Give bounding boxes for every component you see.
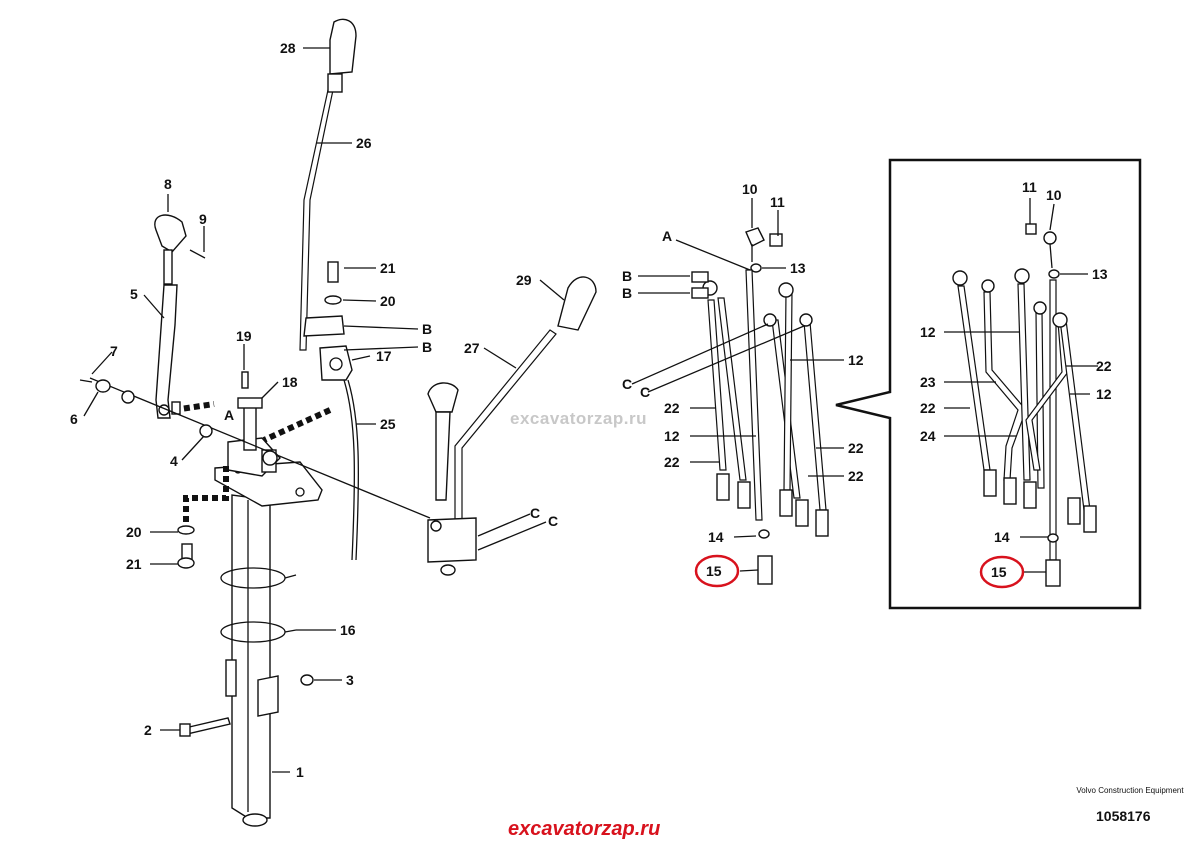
callout-A-left: A: [224, 407, 234, 423]
callout-29: 29: [516, 272, 532, 288]
callout-21-lower: 21: [126, 556, 142, 572]
callout-B-mid-1: B: [622, 268, 632, 284]
callout-4: 4: [170, 453, 178, 469]
callout-16: 16: [340, 622, 356, 638]
callout-12-mid-right: 12: [848, 352, 864, 368]
left-leaders: [83, 47, 565, 773]
callout-22-inset-left: 22: [920, 400, 936, 416]
callout-11-inset: 11: [1022, 179, 1037, 195]
callout-23-inset: 23: [920, 374, 936, 390]
callout-labels: 28 26 8 9 5 7 6 4 19 18 A 21 20 B B 17 2…: [70, 40, 1112, 780]
callout-20-upper: 20: [380, 293, 396, 309]
callout-12-inset-left: 12: [920, 324, 936, 340]
callout-22-inset-right: 22: [1096, 358, 1112, 374]
callout-26: 26: [356, 135, 372, 151]
callout-9: 9: [199, 211, 207, 227]
callout-2: 2: [144, 722, 152, 738]
callout-24-inset: 24: [920, 428, 936, 444]
callout-20-lower: 20: [126, 524, 142, 540]
callout-19: 19: [236, 328, 252, 344]
callout-C-mid-2: C: [640, 384, 650, 400]
callout-8: 8: [164, 176, 172, 192]
detail-inset: [835, 158, 1142, 610]
callout-A-mid: A: [662, 228, 672, 244]
callout-27: 27: [464, 340, 480, 356]
callout-22-mid-4: 22: [848, 468, 864, 484]
callout-10-mid: 10: [742, 181, 758, 197]
callout-17: 17: [376, 348, 392, 364]
footer-brand-link[interactable]: excavatorzap.ru: [508, 818, 661, 840]
callout-5: 5: [130, 286, 138, 302]
callout-C-left-1: C: [530, 505, 540, 521]
middle-leaders: [631, 198, 844, 572]
highlight-ring-inset: [979, 555, 1025, 589]
callout-7: 7: [110, 343, 118, 359]
callout-15-inset: 15: [991, 564, 1007, 580]
callout-B-left-1: B: [422, 321, 432, 337]
callout-13-mid: 13: [790, 260, 806, 276]
left-assembly: [79, 18, 597, 827]
callout-1: 1: [296, 764, 304, 780]
highlight-ring-middle: [694, 554, 740, 588]
callout-11-mid: 11: [770, 194, 785, 210]
callout-22-mid-3: 22: [848, 440, 864, 456]
watermark: excavatorzap.ru: [510, 409, 647, 428]
callout-12-inset-right: 12: [1096, 386, 1112, 402]
callout-13-inset: 13: [1092, 266, 1108, 282]
highlight-rings: [694, 554, 1025, 589]
inset-leaders: [944, 198, 1098, 573]
callout-10-inset: 10: [1046, 187, 1062, 203]
maker-caption: Volvo Construction Equipment: [1076, 786, 1184, 795]
callout-B-left-2: B: [422, 339, 432, 355]
callout-B-mid-2: B: [622, 285, 632, 301]
callout-15-mid: 15: [706, 563, 722, 579]
callout-28: 28: [280, 40, 296, 56]
callout-18: 18: [282, 374, 298, 390]
callout-14-inset: 14: [994, 529, 1010, 545]
callout-21-upper: 21: [380, 260, 396, 276]
callout-22-mid-1: 22: [664, 400, 680, 416]
callout-25: 25: [380, 416, 396, 432]
callout-12-mid-left: 12: [664, 428, 680, 444]
callout-C-left-2: C: [548, 513, 558, 529]
callout-6: 6: [70, 411, 78, 427]
callout-14-mid: 14: [708, 529, 724, 545]
callout-3: 3: [346, 672, 354, 688]
callout-22-mid-2: 22: [664, 454, 680, 470]
document-number: 1058176: [1096, 808, 1151, 824]
callout-C-mid-1: C: [622, 376, 632, 392]
